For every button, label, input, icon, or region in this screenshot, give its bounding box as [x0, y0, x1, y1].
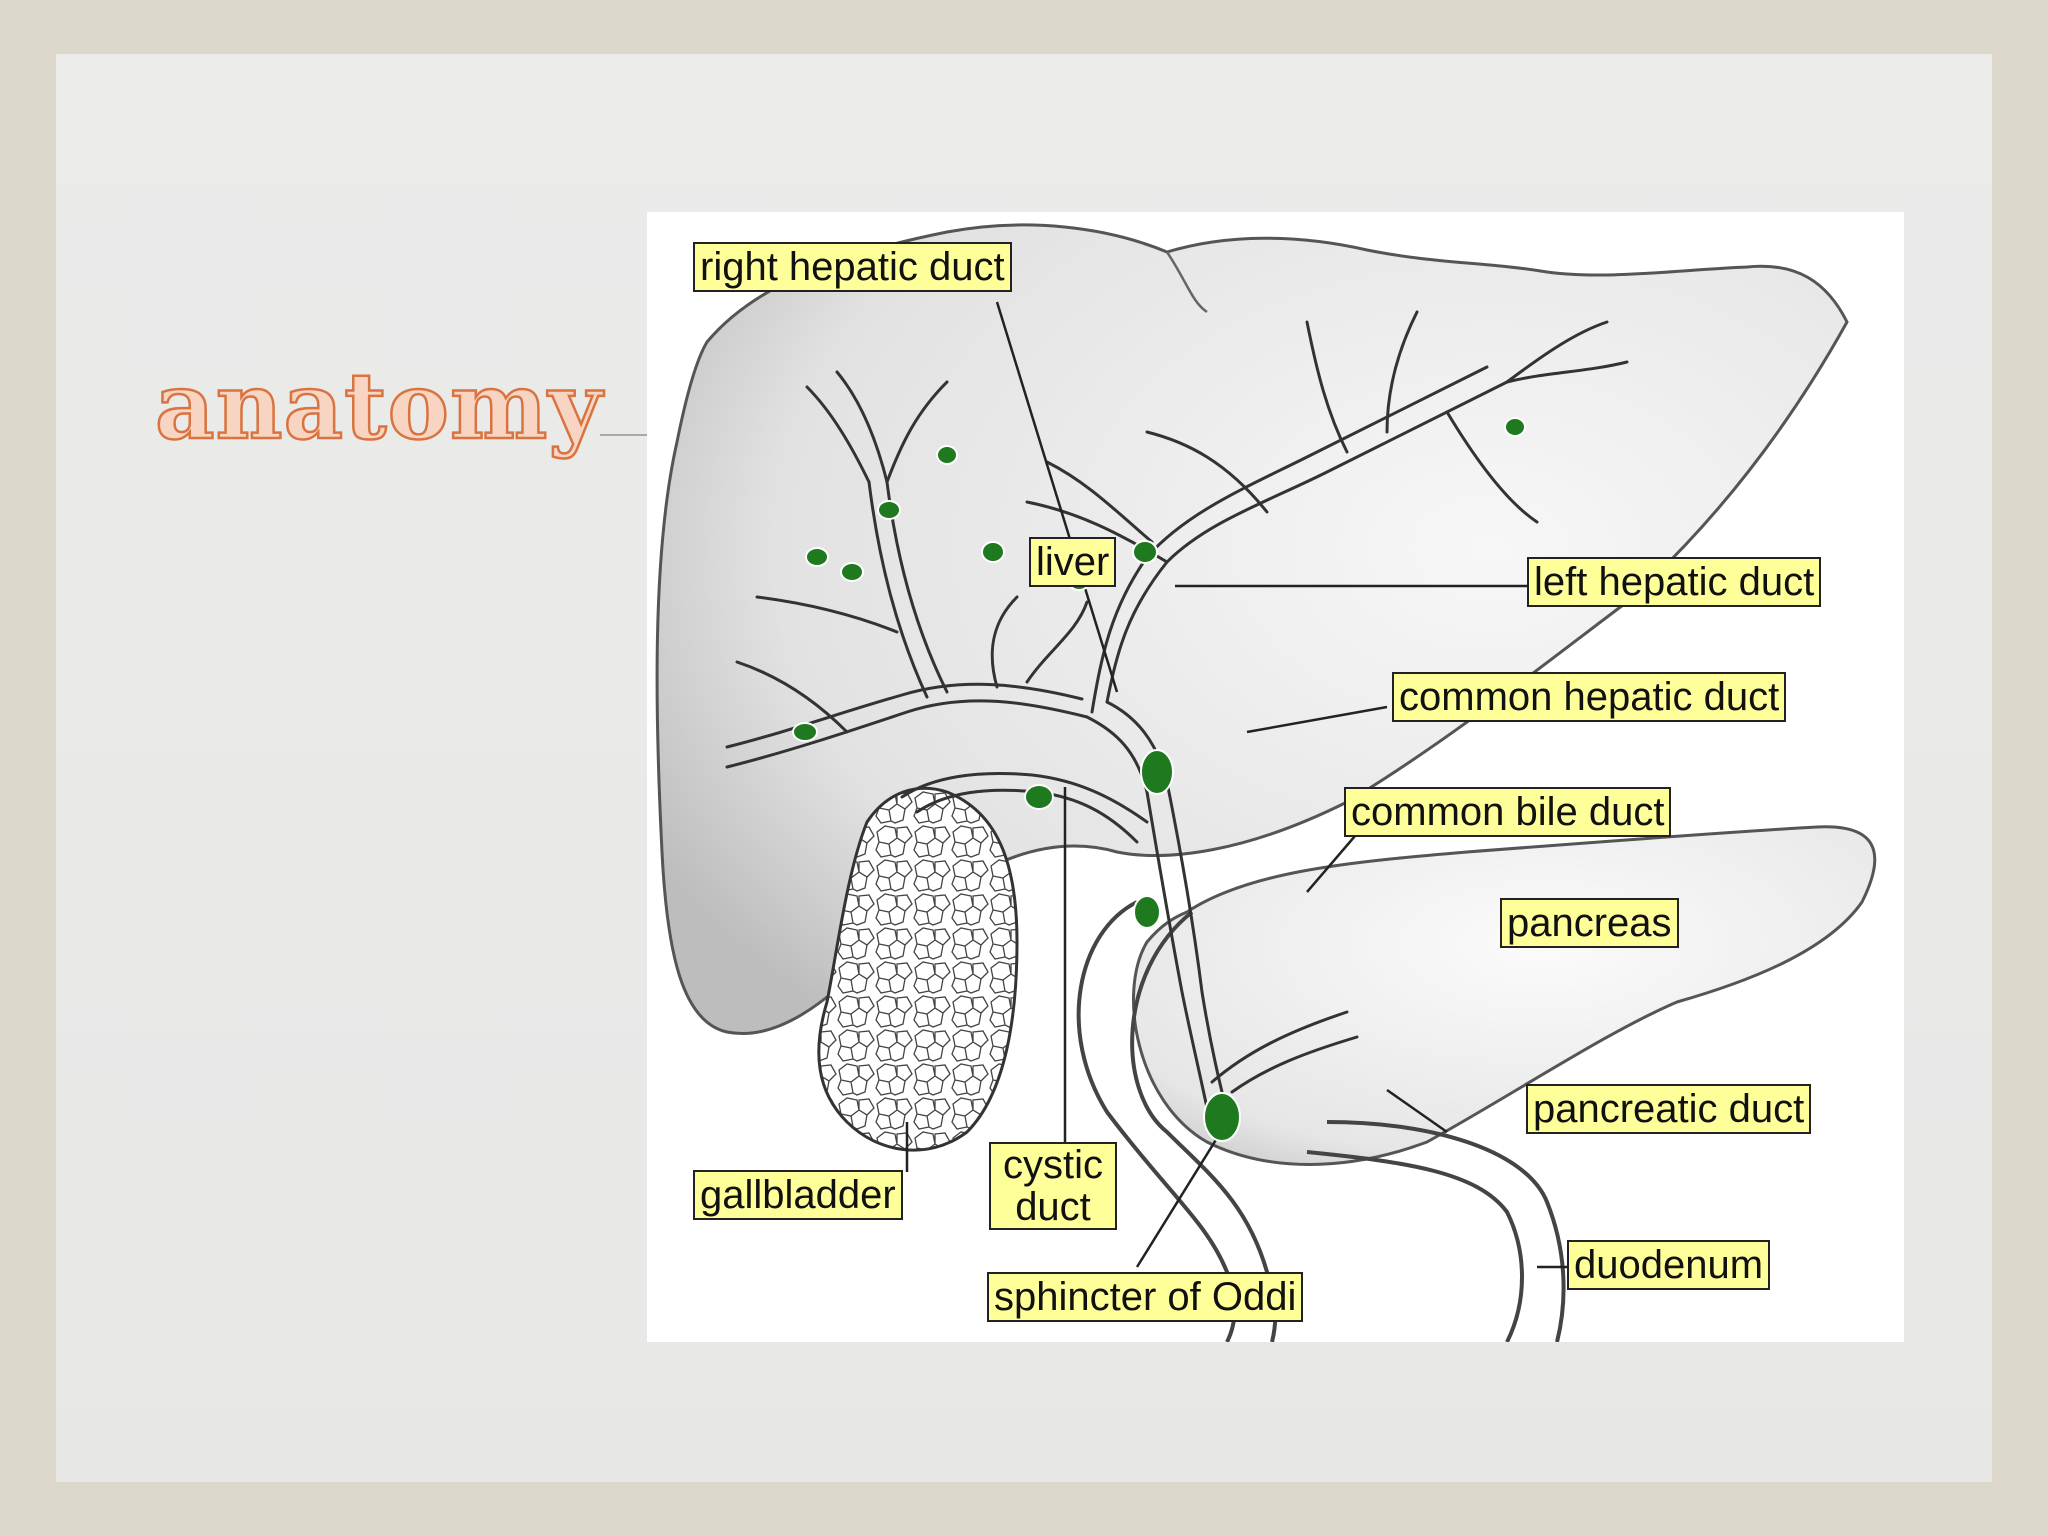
label-duodenum: duodenum	[1567, 1240, 1771, 1290]
biliary-anatomy-diagram: right hepatic duct liver left hepatic du…	[647, 212, 1904, 1342]
label-common-bile-duct: common bile duct	[1344, 787, 1672, 837]
label-gallbladder: gallbladder	[693, 1170, 903, 1220]
label-liver: liver	[1029, 537, 1117, 587]
label-cystic-duct-line1: cystic	[1003, 1143, 1103, 1187]
title-rule	[600, 434, 648, 436]
label-cystic-duct-line2: duct	[1015, 1185, 1091, 1229]
slide-title: anatomy	[154, 351, 603, 462]
diagram-drawing	[655, 223, 1877, 1342]
pancreas-shape	[1132, 825, 1877, 1166]
label-common-hepatic-duct: common hepatic duct	[1392, 672, 1787, 722]
label-connectors	[905, 301, 1567, 1269]
label-pancreatic-duct: pancreatic duct	[1526, 1084, 1812, 1134]
label-left-hepatic-duct: left hepatic duct	[1527, 557, 1822, 607]
label-pancreas: pancreas	[1500, 898, 1679, 948]
gallbladder-shape	[817, 786, 1019, 1152]
label-sphincter-of-oddi: sphincter of Oddi	[987, 1272, 1304, 1322]
lymph-node-markers	[792, 417, 1526, 1142]
label-right-hepatic-duct: right hepatic duct	[693, 242, 1012, 292]
liver-fissure	[1165, 251, 1208, 314]
label-cystic-duct: cystic duct	[989, 1142, 1117, 1230]
